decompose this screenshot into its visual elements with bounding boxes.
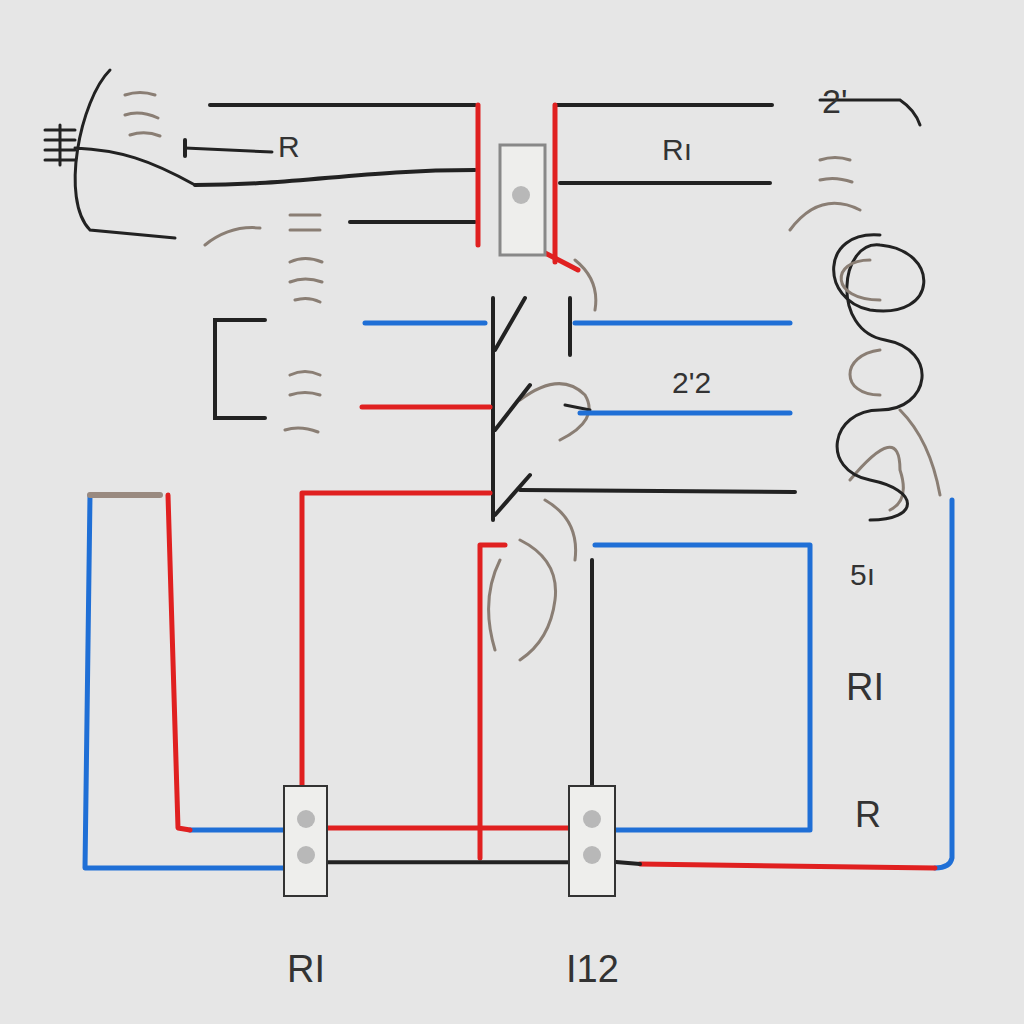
wire-label: 5ı [850, 558, 875, 592]
wire-label: R [855, 794, 881, 836]
terminal-block [568, 785, 616, 897]
wire-label: 2'2 [672, 366, 711, 400]
wire-label: RI [846, 666, 884, 709]
block-label: I12 [566, 948, 619, 991]
terminal-block [283, 785, 328, 897]
wire-label: R [278, 130, 300, 164]
wire-label: Rı [662, 133, 692, 167]
terminal-screw [297, 810, 315, 828]
terminal-screw [583, 846, 601, 864]
wire [328, 860, 568, 864]
terminal-screw [297, 846, 315, 864]
wire-label: 2' [822, 82, 847, 121]
block-label: RI [287, 948, 325, 991]
terminal-screw [583, 810, 601, 828]
